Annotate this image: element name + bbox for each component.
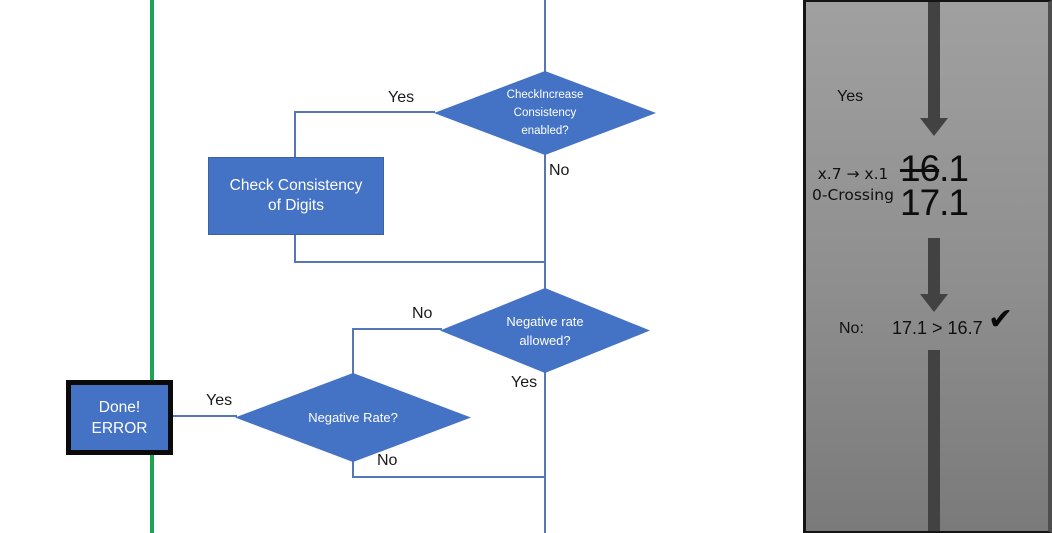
down-arrow-shaft-2: [928, 238, 940, 294]
down-arrow-head-1-icon: [920, 118, 948, 136]
checkmark-icon: ✔: [988, 302, 1014, 337]
value-comparison-block: 16.1 17.1: [900, 150, 969, 223]
process-check-consistency-of-digits[interactable]: Check Consistency of Digits: [208, 157, 384, 235]
connector-main-middle: [544, 154, 546, 290]
new-value-line: 17.1: [900, 182, 969, 223]
old-value-rest: .1: [939, 148, 969, 189]
branch-label-yes-1: Yes: [388, 89, 415, 106]
connector-main-bottom: [544, 371, 546, 533]
branch-label-no-3: No: [377, 452, 398, 469]
connector-rect-out-horizontal: [294, 261, 546, 263]
down-arrow-shaft-3: [928, 350, 940, 531]
old-value-line: 16.1: [900, 150, 969, 187]
panel-no-label: No:: [839, 320, 864, 337]
branch-label-no-1: No: [549, 162, 570, 179]
panel-yes-label: Yes: [837, 88, 864, 105]
connector-no2-vertical: [352, 328, 354, 375]
comparison-text: 17.1 > 16.7: [892, 318, 983, 338]
green-vertical-line: [150, 0, 154, 533]
decision-negative-rate-allowed[interactable]: Negative rate allowed?: [440, 288, 650, 373]
zero-crossing-rule-text: x.7 → x.1 0-Crossing: [812, 165, 894, 204]
decision-negative-rate[interactable]: Negative Rate?: [235, 373, 471, 462]
terminal-done-error[interactable]: Done! ERROR: [66, 380, 173, 455]
old-value-struck: 16: [900, 148, 940, 189]
down-arrow-head-2-icon: [920, 294, 948, 312]
connector-yes3-horizontal: [173, 415, 237, 417]
branch-label-yes-2: Yes: [511, 374, 538, 391]
connector-rect-out-vertical: [294, 235, 296, 263]
connector-no3-vertical: [352, 461, 354, 478]
branch-label-no-2: No: [412, 305, 433, 322]
connector-no2-horizontal: [352, 328, 442, 330]
connector-yes1-vertical: [294, 111, 296, 157]
annotation-panel: Yes x.7 → x.1 0-Crossing 16.1 17.1 No: 1…: [803, 0, 1052, 533]
branch-label-yes-3: Yes: [206, 392, 233, 409]
connector-no3-horizontal: [352, 476, 546, 478]
connector-main-top: [544, 0, 546, 72]
connector-yes1-horizontal: [295, 111, 435, 113]
down-arrow-shaft-1: [928, 2, 940, 118]
decision-check-increase-consistency[interactable]: CheckIncrease Consistency enabled?: [434, 71, 656, 155]
